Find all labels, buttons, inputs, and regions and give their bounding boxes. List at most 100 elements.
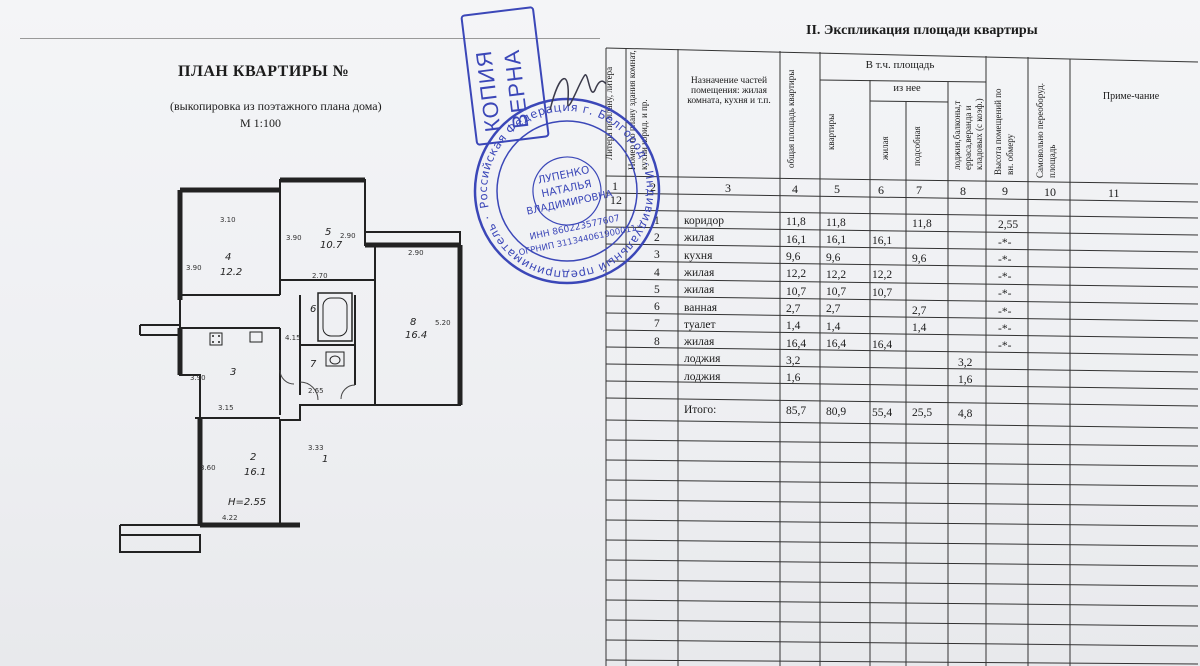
cell-total: 10,7 [786,285,807,298]
header-subgroup: из нее [893,83,921,94]
cell-n: 2 [654,231,660,244]
floor-label: 12 [610,193,622,207]
room-label: 5 [325,227,331,238]
room-area: 16.1 [244,467,266,478]
dimension-label: 3.10 [220,216,236,224]
floor-plan-drawing: 4 12.2 5 10.7 8 16.4 3 6 7 2 16.1 1 H=2.… [119,177,463,553]
cell-name: лоджия [684,353,721,366]
cell-total: 3,2 [786,354,801,367]
height-note: H=2.55 [228,497,266,508]
total-living: 55,4 [872,406,893,419]
column-number: 4 [792,181,798,196]
cell-living: 10,7 [872,286,893,299]
room-label: 2 [250,452,256,463]
header-col8: лоджия,балконы,т ерраса,веранда и кладов… [952,98,984,170]
room-area: 12.2 [220,267,242,278]
dimension-label: 3.15 [218,404,234,412]
total-aux: 25,5 [912,407,933,420]
cell-name: жилая [684,336,715,349]
column-number: 11 [1108,185,1120,200]
dimension-label: 2.70 [312,272,328,280]
total-loggia: 4,8 [958,407,973,420]
cell-name: жилая [684,284,715,297]
cell-apt: 1,4 [826,320,841,333]
cell-n: 1 [654,214,660,227]
cell-total: 9,6 [786,251,801,264]
plan-title: ПЛАН КВАРТИРЫ № [178,63,350,80]
room-label: 1 [322,454,328,465]
cell-living: 16,4 [872,338,893,351]
room-area: 16.4 [405,330,427,341]
dimension-label: 2.90 [408,249,424,257]
dimension-label: 3.90 [286,234,302,242]
cell-height: -*- [998,340,1012,353]
dimension-label: 3.60 [200,464,216,472]
signature [549,74,607,111]
column-number: 6 [878,182,884,197]
cell-total: 16,4 [786,337,807,350]
column-number: 3 [725,180,731,195]
cell-height: 2,55 [998,219,1019,232]
dimension-label: 3.90 [186,264,202,272]
header-col7: подсобная [912,126,922,166]
cell-loggia: 1,6 [958,374,973,387]
header-group: В т.ч. площадь [865,59,935,71]
room-label: 4 [225,252,231,263]
cell-height: -*- [998,323,1012,336]
cell-name: жилая [684,266,715,279]
cell-total: 12,2 [786,268,807,281]
column-number: 9 [1002,184,1008,199]
cell-apt: 9,6 [826,251,841,264]
cell-apt: 2,7 [826,303,841,316]
dimension-label: 3.33 [308,444,324,452]
room-area: 10.7 [320,240,343,251]
cell-name: туалет [684,318,716,331]
cell-n: 3 [654,249,660,262]
cell-loggia: 3,2 [958,357,973,370]
header-col3: Назначение частей помещения: жилая комна… [687,76,771,106]
dimension-label: 3.90 [190,374,206,382]
column-number: 10 [1044,184,1056,199]
cell-name: ванная [684,301,718,314]
cell-height: -*- [998,271,1012,284]
dimension-label: 4.15 [285,334,301,342]
room-label: 7 [310,359,317,370]
cell-aux: 11,8 [912,218,932,231]
cell-apt: 11,8 [826,216,846,229]
plan-scale: М 1:100 [240,116,282,130]
cell-apt: 12,2 [826,268,847,281]
room-label: 6 [310,304,316,315]
room-label: 8 [410,317,416,328]
cell-height: -*- [998,253,1012,266]
cell-height: -*- [998,305,1012,318]
column-number: 1 [612,179,618,194]
cell-name: коридор [684,215,725,228]
cell-n: 4 [654,266,660,279]
cell-total: 1,6 [786,372,801,385]
cell-name: жилая [684,232,715,245]
cell-total: 11,8 [786,216,806,229]
cell-name: кухня [684,249,713,262]
cell-total: 16,1 [786,233,807,246]
cell-height: -*- [998,236,1012,249]
column-number: 7 [916,183,922,198]
cell-aux: 2,7 [912,304,927,317]
top-rule [20,38,600,39]
total-label: Итого: [684,404,717,417]
cell-n: 7 [654,318,660,331]
header-col5: квартиры [826,113,836,150]
column-number: 2 [650,179,656,194]
cell-apt: 10,7 [826,286,847,299]
cell-apt: 16,4 [826,338,847,351]
dimension-label: 2.90 [340,232,356,240]
dimension-label: 2.65 [308,387,324,395]
cell-total: 1,4 [786,320,801,333]
cell-n: 8 [654,335,660,348]
cell-aux: 1,4 [912,321,927,334]
column-number: 8 [960,183,966,198]
cell-n: 5 [654,283,660,296]
header-col9: Высота помещений по вн. обмеру [993,88,1015,176]
column-number: 5 [834,182,840,197]
